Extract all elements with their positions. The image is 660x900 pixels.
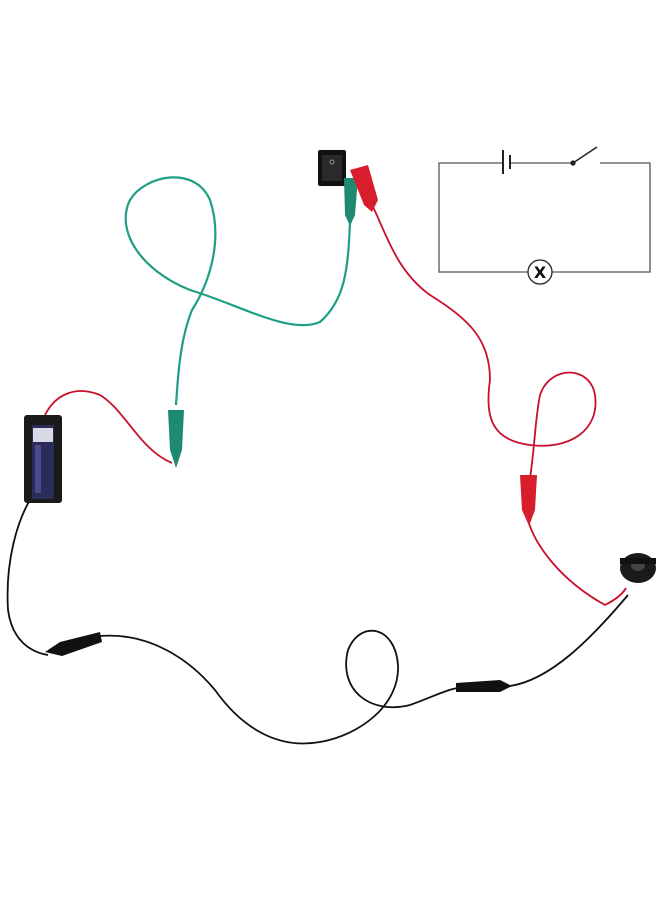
green-clip-switch-icon [344,178,358,226]
black-clip-left-icon [45,632,102,656]
buzzer-icon [620,553,656,583]
lamp-symbol-icon [527,259,553,285]
black-clip-right-icon [456,680,512,692]
schematic-wire-left [438,162,528,273]
rocker-switch-icon [318,150,346,186]
black-wire [6,499,629,745]
red-wire-long [371,204,627,607]
schematic-wire-right [552,162,651,273]
battery-holder-icon [24,415,62,503]
battery-symbol-icon [502,150,511,174]
green-clip-battery-icon [168,410,184,468]
red-clip-switch-icon [350,165,378,212]
red-clip-buzzer-icon [520,475,537,526]
circuit-schematic [438,146,651,285]
red-wire-short [44,390,173,464]
green-wire [124,176,352,406]
lamp-symbol-label: X [534,263,547,282]
switch-symbol-icon [570,146,598,166]
